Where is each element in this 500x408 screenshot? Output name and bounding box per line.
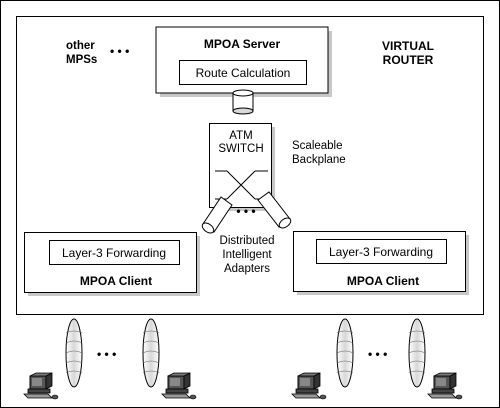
server-switch-connector (232, 89, 254, 115)
right-lan-ellipsis: • • • (368, 347, 387, 361)
virtual-router-boundary (16, 16, 484, 315)
right-adapter-cylinder (257, 191, 292, 229)
route-calculation-box (179, 60, 307, 85)
lan-segment-2 (142, 318, 160, 388)
other-mpss-label-line2: MPSs (66, 54, 97, 66)
switch-fabric-icon (215, 170, 268, 200)
adapters-ellipsis: • • • (236, 204, 255, 218)
right-forwarding-label: Layer-3 Forwarding (329, 245, 433, 259)
route-calculation-label: Route Calculation (196, 66, 291, 80)
adapters-label-line3: Adapters (224, 263, 270, 275)
mpoa-server-title: MPOA Server (204, 37, 281, 51)
left-adapter-cylinder (201, 196, 233, 234)
left-forwarding-box (49, 240, 180, 265)
virtual-router-label-line1: VIRTUAL (382, 39, 434, 53)
lan-segment-1 (65, 318, 83, 388)
lan-segment-3 (336, 318, 354, 388)
right-client-title: MPOA Client (347, 274, 419, 288)
virtual-router-label-line2: ROUTER (383, 53, 434, 67)
adapters-label-line1: Distributed (220, 235, 275, 247)
lan-segment-4 (408, 318, 426, 388)
right-forwarding-box (316, 239, 447, 264)
atm-switch-box (209, 123, 272, 208)
adapters-label-line2: Intelligent (222, 249, 272, 261)
other-mpss-ellipsis: • • • (110, 44, 129, 58)
atm-switch-label-line1: ATM (229, 130, 252, 142)
backplane-label-line2: Backplane (292, 154, 346, 166)
left-forwarding-label: Layer-3 Forwarding (62, 246, 166, 260)
left-client-title: MPOA Client (80, 274, 152, 288)
atm-switch-label-line2: SWITCH (218, 143, 263, 155)
other-mpss-label-line1: other (66, 40, 95, 52)
left-lan-ellipsis: • • • (97, 347, 116, 361)
backplane-label-line1: Scaleable (292, 140, 343, 152)
